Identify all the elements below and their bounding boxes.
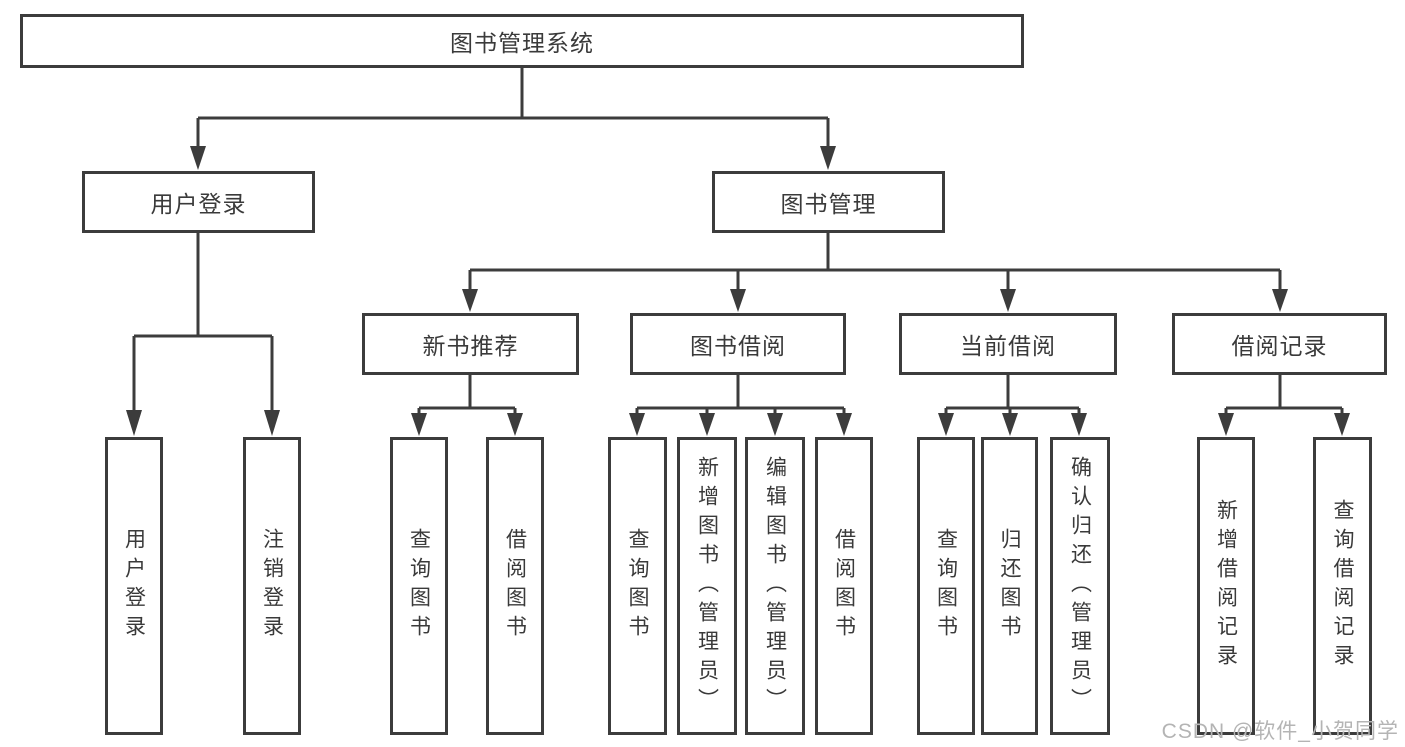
leaf-confirm-return-admin-label: 确认归还（管理员） [1068,455,1092,717]
node-book-management-label: 图书管理 [780,191,877,217]
leaf-confirm-return-admin: 确认归还（管理员） [1050,437,1110,735]
leaf-return-book: 归还图书 [981,437,1038,735]
leaf-add-borrow-record-label: 新增借阅记录 [1214,499,1238,673]
leaf-query-borrow-record: 查询借阅记录 [1313,437,1372,735]
leaf-current-query-book: 查询图书 [917,437,975,735]
leaf-user-login: 用户登录 [105,437,163,735]
leaf-logout-label: 注销登录 [260,528,284,644]
leaf-recommend-borrow-book-label: 借阅图书 [503,528,527,644]
node-book-management: 图书管理 [712,171,945,233]
leaf-recommend-query-book: 查询图书 [390,437,448,735]
leaf-recommend-query-book-label: 查询图书 [407,528,431,644]
node-book-borrow: 图书借阅 [630,313,846,375]
leaf-add-book-admin-label: 新增图书（管理员） [695,455,719,717]
node-root-system: 图书管理系统 [20,14,1024,68]
node-new-book-recommend: 新书推荐 [362,313,579,375]
node-user-login: 用户登录 [82,171,315,233]
leaf-borrow-book-label: 借阅图书 [832,528,856,644]
leaf-logout: 注销登录 [243,437,301,735]
leaf-user-login-label: 用户登录 [122,528,146,644]
csdn-watermark: CSDN @软件_小贺同学 [1161,720,1399,743]
leaf-borrow-query-book: 查询图书 [608,437,667,735]
node-root-system-label: 图书管理系统 [450,30,594,56]
leaf-edit-book-admin: 编辑图书（管理员） [745,437,805,735]
arrowhead-icons [126,146,1350,436]
leaf-recommend-borrow-book: 借阅图书 [486,437,544,735]
node-current-borrow: 当前借阅 [899,313,1117,375]
leaf-borrow-query-book-label: 查询图书 [626,528,649,644]
leaf-edit-book-admin-label: 编辑图书（管理员） [763,455,787,717]
leaf-add-borrow-record: 新增借阅记录 [1197,437,1255,735]
node-borrow-records-label: 借阅记录 [1231,333,1328,359]
node-new-book-recommend-label: 新书推荐 [422,333,519,359]
leaf-query-borrow-record-label: 查询借阅记录 [1331,499,1354,673]
node-borrow-records: 借阅记录 [1172,313,1387,375]
leaf-return-book-label: 归还图书 [998,528,1021,644]
node-book-borrow-label: 图书借阅 [690,333,786,359]
leaf-borrow-book: 借阅图书 [815,437,873,735]
leaf-add-book-admin: 新增图书（管理员） [677,437,737,735]
leaf-current-query-book-label: 查询图书 [934,528,958,644]
node-current-borrow-label: 当前借阅 [960,333,1056,359]
node-user-login-label: 用户登录 [150,191,247,217]
